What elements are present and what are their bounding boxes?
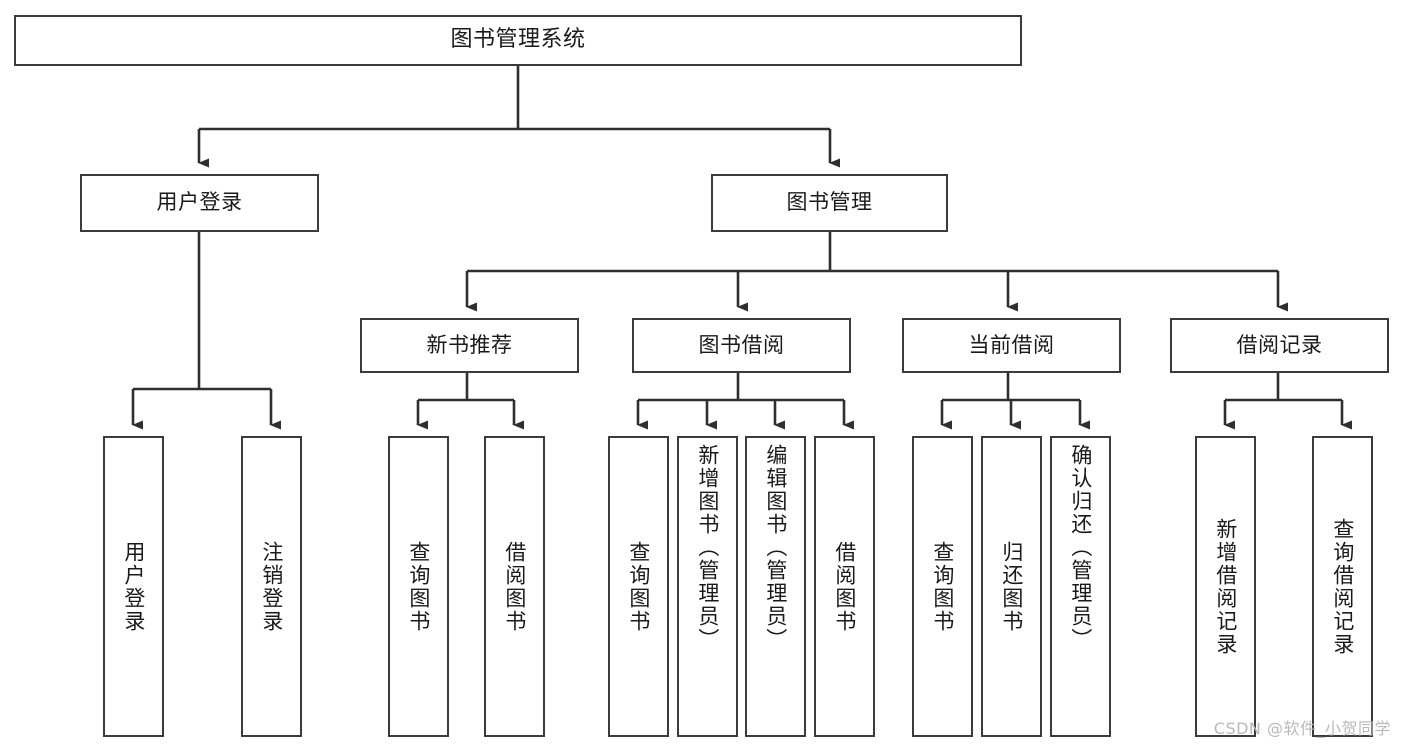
node-leaf-query-book-2-label: 查询图书 [626,540,651,633]
node-book-manage[interactable]: 图书管理 [711,174,948,232]
node-leaf-query-book-3[interactable]: 查询图书 [912,436,973,737]
node-new-book-recommend-label: 新书推荐 [426,332,513,357]
node-leaf-add-record-label: 新增借阅记录 [1213,517,1238,656]
node-leaf-confirm-return-label: 确认归还（管理员） [1068,444,1093,651]
node-root[interactable]: 图书管理系统 [14,15,1022,66]
node-current-borrow-label: 当前借阅 [968,332,1055,357]
node-leaf-borrow-book-1-label: 借阅图书 [502,540,527,633]
node-leaf-borrow-book-1[interactable]: 借阅图书 [484,436,545,737]
node-leaf-return-book-label: 归还图书 [999,540,1024,633]
node-new-book-recommend[interactable]: 新书推荐 [360,318,579,373]
node-root-label: 图书管理系统 [450,27,586,53]
node-leaf-borrow-book-2[interactable]: 借阅图书 [814,436,875,737]
node-leaf-return-book[interactable]: 归还图书 [981,436,1042,737]
watermark-text: CSDN @软件_小贺同学 [1213,719,1391,738]
node-borrow-record-label: 借阅记录 [1236,332,1323,357]
node-leaf-add-book-label: 新增图书（管理员） [695,444,720,651]
node-leaf-query-book-1-label: 查询图书 [406,540,431,633]
node-borrow-record[interactable]: 借阅记录 [1170,318,1389,373]
node-leaf-confirm-return[interactable]: 确认归还（管理员） [1050,436,1111,737]
node-leaf-add-book[interactable]: 新增图书（管理员） [677,436,738,737]
node-book-manage-label: 图书管理 [786,190,873,215]
node-current-borrow[interactable]: 当前借阅 [902,318,1121,373]
node-user-login[interactable]: 用户登录 [80,174,319,232]
node-leaf-borrow-book-2-label: 借阅图书 [832,540,857,633]
node-leaf-logout[interactable]: 注销登录 [241,436,302,737]
node-book-borrow[interactable]: 图书借阅 [632,318,851,373]
node-leaf-edit-book-label: 编辑图书（管理员） [763,444,788,651]
node-leaf-add-record[interactable]: 新增借阅记录 [1195,436,1256,737]
node-leaf-edit-book[interactable]: 编辑图书（管理员） [745,436,806,737]
node-leaf-logout-label: 注销登录 [259,540,284,633]
node-user-login-label: 用户登录 [156,190,243,215]
node-leaf-user-login[interactable]: 用户登录 [103,436,164,737]
node-book-borrow-label: 图书借阅 [698,332,785,357]
node-leaf-query-book-2[interactable]: 查询图书 [608,436,669,737]
node-leaf-query-book-1[interactable]: 查询图书 [388,436,449,737]
node-leaf-user-login-label: 用户登录 [121,540,146,633]
node-leaf-query-record-label: 查询借阅记录 [1330,517,1355,656]
node-leaf-query-book-3-label: 查询图书 [930,540,955,633]
node-leaf-query-record[interactable]: 查询借阅记录 [1312,436,1373,737]
